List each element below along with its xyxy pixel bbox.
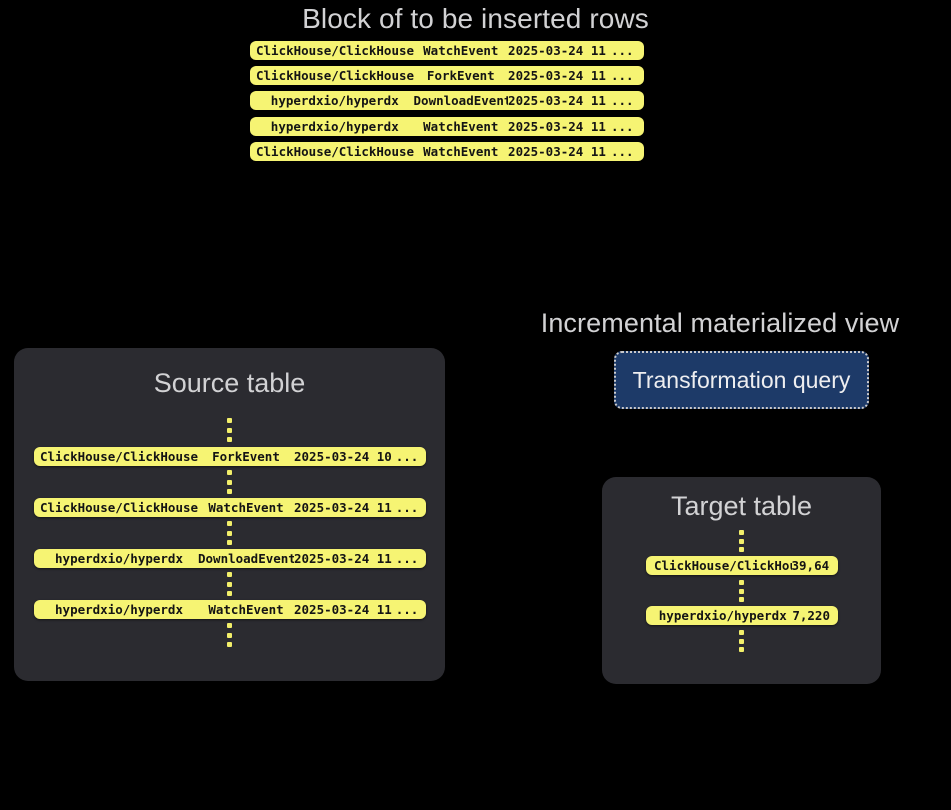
materialized-view-title: Incremental materialized view <box>540 308 900 338</box>
block-row-repo: ClickHouse/ClickHouse <box>256 68 414 83</box>
source-row-repo: ClickHouse/ClickHouse <box>40 449 198 464</box>
block-row-more: ... <box>610 43 634 58</box>
transformation-query-box[interactable]: Transformation query <box>614 351 869 409</box>
table-row: hyperdxio/hyperdx WatchEvent 2025-03-24 … <box>34 600 426 619</box>
source-ellipsis-dots <box>226 521 232 545</box>
block-row-timestamp: 2025-03-24 11:35:52 <box>508 119 606 134</box>
block-row-event: DownloadEvent <box>413 93 509 108</box>
block-row-repo: hyperdxio/hyperdx <box>270 93 399 108</box>
block-row: ClickHouse/ClickHouse WatchEvent 2025-03… <box>250 41 644 60</box>
source-ellipsis-dots <box>226 418 232 442</box>
block-row: hyperdxio/hyperdx DownloadEvent 2025-03-… <box>250 91 644 110</box>
block-row-timestamp: 2025-03-24 11:35:44 <box>508 68 606 83</box>
source-row-event: WatchEvent <box>208 500 284 515</box>
table-row: ClickHouse/ClickHouse WatchEvent 2025-03… <box>34 498 426 517</box>
table-row: ClickHouse/ClickHouse ForkEvent 2025-03-… <box>34 447 426 466</box>
target-row-repo: ClickHouse/ClickHouse <box>654 558 792 573</box>
block-row-repo: ClickHouse/ClickHouse <box>256 43 414 58</box>
source-row-timestamp: 2025-03-24 11:20:12 <box>294 551 394 566</box>
target-table-title: Target table <box>670 491 813 521</box>
source-row-more: ... <box>395 449 419 464</box>
table-row: hyperdxio/hyperdx DownloadEvent 2025-03-… <box>34 549 426 568</box>
block-row-repo: ClickHouse/ClickHouse <box>256 144 414 159</box>
block-row-timestamp: 2025-03-24 11:35:40 <box>508 43 606 58</box>
block-row-repo: hyperdxio/hyperdx <box>270 119 399 134</box>
target-row-count: 39,640 <box>791 558 831 573</box>
source-row-timestamp: 2025-03-24 11:28:32 <box>294 602 394 617</box>
source-ellipsis-dots <box>226 470 232 494</box>
block-row-more: ... <box>610 144 634 159</box>
block-row: hyperdxio/hyperdx WatchEvent 2025-03-24 … <box>250 117 644 136</box>
source-ellipsis-dots <box>226 623 232 647</box>
source-row-more: ... <box>395 602 419 617</box>
block-row-more: ... <box>610 93 634 108</box>
target-ellipsis-dots <box>738 630 744 652</box>
target-row-count: 7,220 <box>792 608 830 623</box>
block-row-timestamp: 2025-03-24 11:35:54 <box>508 144 606 159</box>
source-row-more: ... <box>395 500 419 515</box>
block-row-event: WatchEvent <box>423 144 499 159</box>
target-ellipsis-dots <box>738 530 744 552</box>
source-row-timestamp: 2025-03-24 10:25:00 <box>294 449 394 464</box>
block-row-more: ... <box>610 68 634 83</box>
source-row-event: DownloadEvent <box>198 551 294 566</box>
block-row: ClickHouse/ClickHouse WatchEvent 2025-03… <box>250 142 644 161</box>
block-row-timestamp: 2025-03-24 11:35:48 <box>508 93 606 108</box>
source-row-repo: hyperdxio/hyperdx <box>55 551 183 566</box>
source-row-more: ... <box>395 551 419 566</box>
block-row-event: WatchEvent <box>423 119 499 134</box>
source-row-event: WatchEvent <box>208 602 284 617</box>
block-title: Block of to be inserted rows <box>302 3 649 34</box>
block-row-more: ... <box>610 119 634 134</box>
block-row: ClickHouse/ClickHouse ForkEvent 2025-03-… <box>250 66 644 85</box>
source-row-timestamp: 2025-03-24 11:32:54 <box>294 500 394 515</box>
source-table-title: Source table <box>153 368 306 398</box>
block-row-event: WatchEvent <box>423 43 499 58</box>
source-row-repo: ClickHouse/ClickHouse <box>40 500 198 515</box>
source-row-event: ForkEvent <box>212 449 280 464</box>
target-row-repo: hyperdxio/hyperdx <box>658 608 787 623</box>
table-row: hyperdxio/hyperdx 7,220 <box>646 606 838 625</box>
target-ellipsis-dots <box>738 580 744 602</box>
table-row: ClickHouse/ClickHouse 39,640 <box>646 556 838 575</box>
source-row-repo: hyperdxio/hyperdx <box>55 602 183 617</box>
block-row-event: ForkEvent <box>426 68 495 83</box>
source-ellipsis-dots <box>226 572 232 596</box>
